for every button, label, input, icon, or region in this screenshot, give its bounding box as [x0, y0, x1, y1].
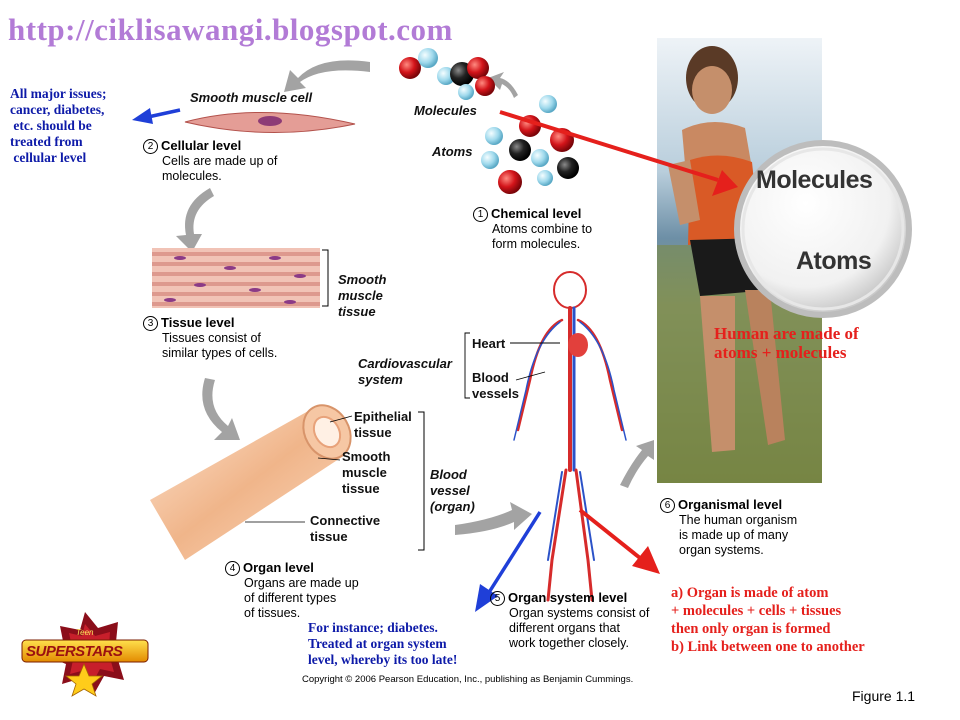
- note-line: a) Organ is made of atom: [671, 584, 865, 602]
- label-cardiovascular-system: Cardiovascular system: [358, 356, 452, 388]
- level-title: Cellular level: [161, 138, 241, 153]
- note-line: All major issues;: [10, 86, 107, 102]
- atoms-molecules-cluster: [399, 48, 579, 194]
- level-desc-line: work together closely.: [509, 636, 649, 651]
- label-line: system: [358, 372, 452, 388]
- level-desc-line: organ systems.: [679, 543, 797, 558]
- label-line: Smooth: [338, 272, 386, 288]
- figure-caption: Figure 1.1: [852, 688, 915, 704]
- label-connective-tissue: Connective tissue: [310, 513, 380, 545]
- human-note: Human are made of atoms + molecules: [714, 324, 859, 362]
- level-desc-line: form molecules.: [492, 237, 592, 252]
- level-title: Tissue level: [161, 315, 234, 330]
- label-smooth-muscle-tissue-2: Smooth muscle tissue: [342, 449, 390, 497]
- note-line: + molecules + cells + tissues: [671, 602, 865, 620]
- note-line: Treated at organ system: [308, 636, 457, 652]
- level-number-badge: 3: [143, 316, 158, 331]
- label-line: Epithelial: [354, 409, 412, 425]
- label-line: (organ): [430, 499, 475, 515]
- level-desc-line: molecules.: [162, 169, 277, 184]
- cellular-level-note: All major issues; cancer, diabetes, etc.…: [10, 86, 107, 166]
- level-number-badge: 1: [473, 207, 488, 222]
- logo-main-text: SUPERSTARS: [26, 643, 122, 660]
- label-line: vessel: [430, 483, 475, 499]
- note-line: level, whereby its too late!: [308, 652, 457, 668]
- note-line: cancer, diabetes,: [10, 102, 107, 118]
- note-line: cellular level: [10, 150, 107, 166]
- level-desc-line: Cells are made up of: [162, 154, 277, 169]
- magnifier-label-molecules: Molecules: [756, 166, 872, 195]
- level-title: Organ system level: [508, 590, 627, 605]
- label-line: tissue: [354, 425, 412, 441]
- copyright-text: Copyright © 2006 Pearson Education, Inc.…: [302, 674, 633, 685]
- circulatory-system-figure: [514, 272, 626, 600]
- label-line: Blood: [472, 370, 519, 386]
- label-molecules: Molecules: [414, 103, 477, 118]
- note-line: atoms + molecules: [714, 343, 859, 362]
- logo-top-text: Teen: [76, 628, 94, 637]
- smooth-muscle-tissue: [152, 248, 328, 308]
- note-line: treated from: [10, 134, 107, 150]
- note-line: Human are made of: [714, 324, 859, 343]
- label-atoms: Atoms: [432, 144, 472, 159]
- label-smooth-muscle-cell: Smooth muscle cell: [190, 90, 312, 105]
- level-desc-line: similar types of cells.: [162, 346, 277, 361]
- label-line: Blood: [430, 467, 475, 483]
- diabetes-note: For instance; diabetes. Treated at organ…: [308, 620, 457, 668]
- blog-url[interactable]: http://ciklisawangi.blogspot.com: [8, 12, 453, 48]
- label-line: muscle: [338, 288, 386, 304]
- label-line: muscle: [342, 465, 390, 481]
- label-blood-vessels: Blood vessels: [472, 370, 519, 402]
- level-number-badge: 6: [660, 498, 675, 513]
- label-line: tissue: [338, 304, 386, 320]
- level-number-badge: 2: [143, 139, 158, 154]
- level-desc-line: of different types: [244, 591, 359, 606]
- level-desc-line: Organ systems consist of: [509, 606, 649, 621]
- label-line: Smooth: [342, 449, 390, 465]
- level-title: Chemical level: [491, 206, 581, 221]
- level-desc-line: Organs are made up: [244, 576, 359, 591]
- smooth-muscle-cell: [185, 112, 355, 132]
- level-desc-line: The human organism: [679, 513, 797, 528]
- organ-note: a) Organ is made of atom + molecules + c…: [671, 584, 865, 656]
- label-line: tissue: [342, 481, 390, 497]
- level-desc-line: Tissues consist of: [162, 331, 277, 346]
- label-heart: Heart: [472, 336, 505, 351]
- note-line: then only organ is formed: [671, 620, 865, 638]
- label-line: tissue: [310, 529, 380, 545]
- label-smooth-muscle-tissue: Smooth muscle tissue: [338, 272, 386, 320]
- label-line: vessels: [472, 386, 519, 402]
- level-title: Organ level: [243, 560, 314, 575]
- level-desc-line: is made up of many: [679, 528, 797, 543]
- magnifier-label-atoms: Atoms: [796, 247, 871, 276]
- label-blood-vessel-organ: Blood vessel (organ): [430, 467, 475, 515]
- level-desc-line: Atoms combine to: [492, 222, 592, 237]
- level-desc-line: of tissues.: [244, 606, 359, 621]
- level-number-badge: 5: [490, 591, 505, 606]
- note-line: etc. should be: [10, 118, 107, 134]
- note-line: For instance; diabetes.: [308, 620, 457, 636]
- label-epithelial-tissue: Epithelial tissue: [354, 409, 412, 441]
- level-title: Organismal level: [678, 497, 782, 512]
- label-line: Cardiovascular: [358, 356, 452, 372]
- level-desc-line: different organs that: [509, 621, 649, 636]
- label-line: Connective: [310, 513, 380, 529]
- level-number-badge: 4: [225, 561, 240, 576]
- note-line: b) Link between one to another: [671, 638, 865, 656]
